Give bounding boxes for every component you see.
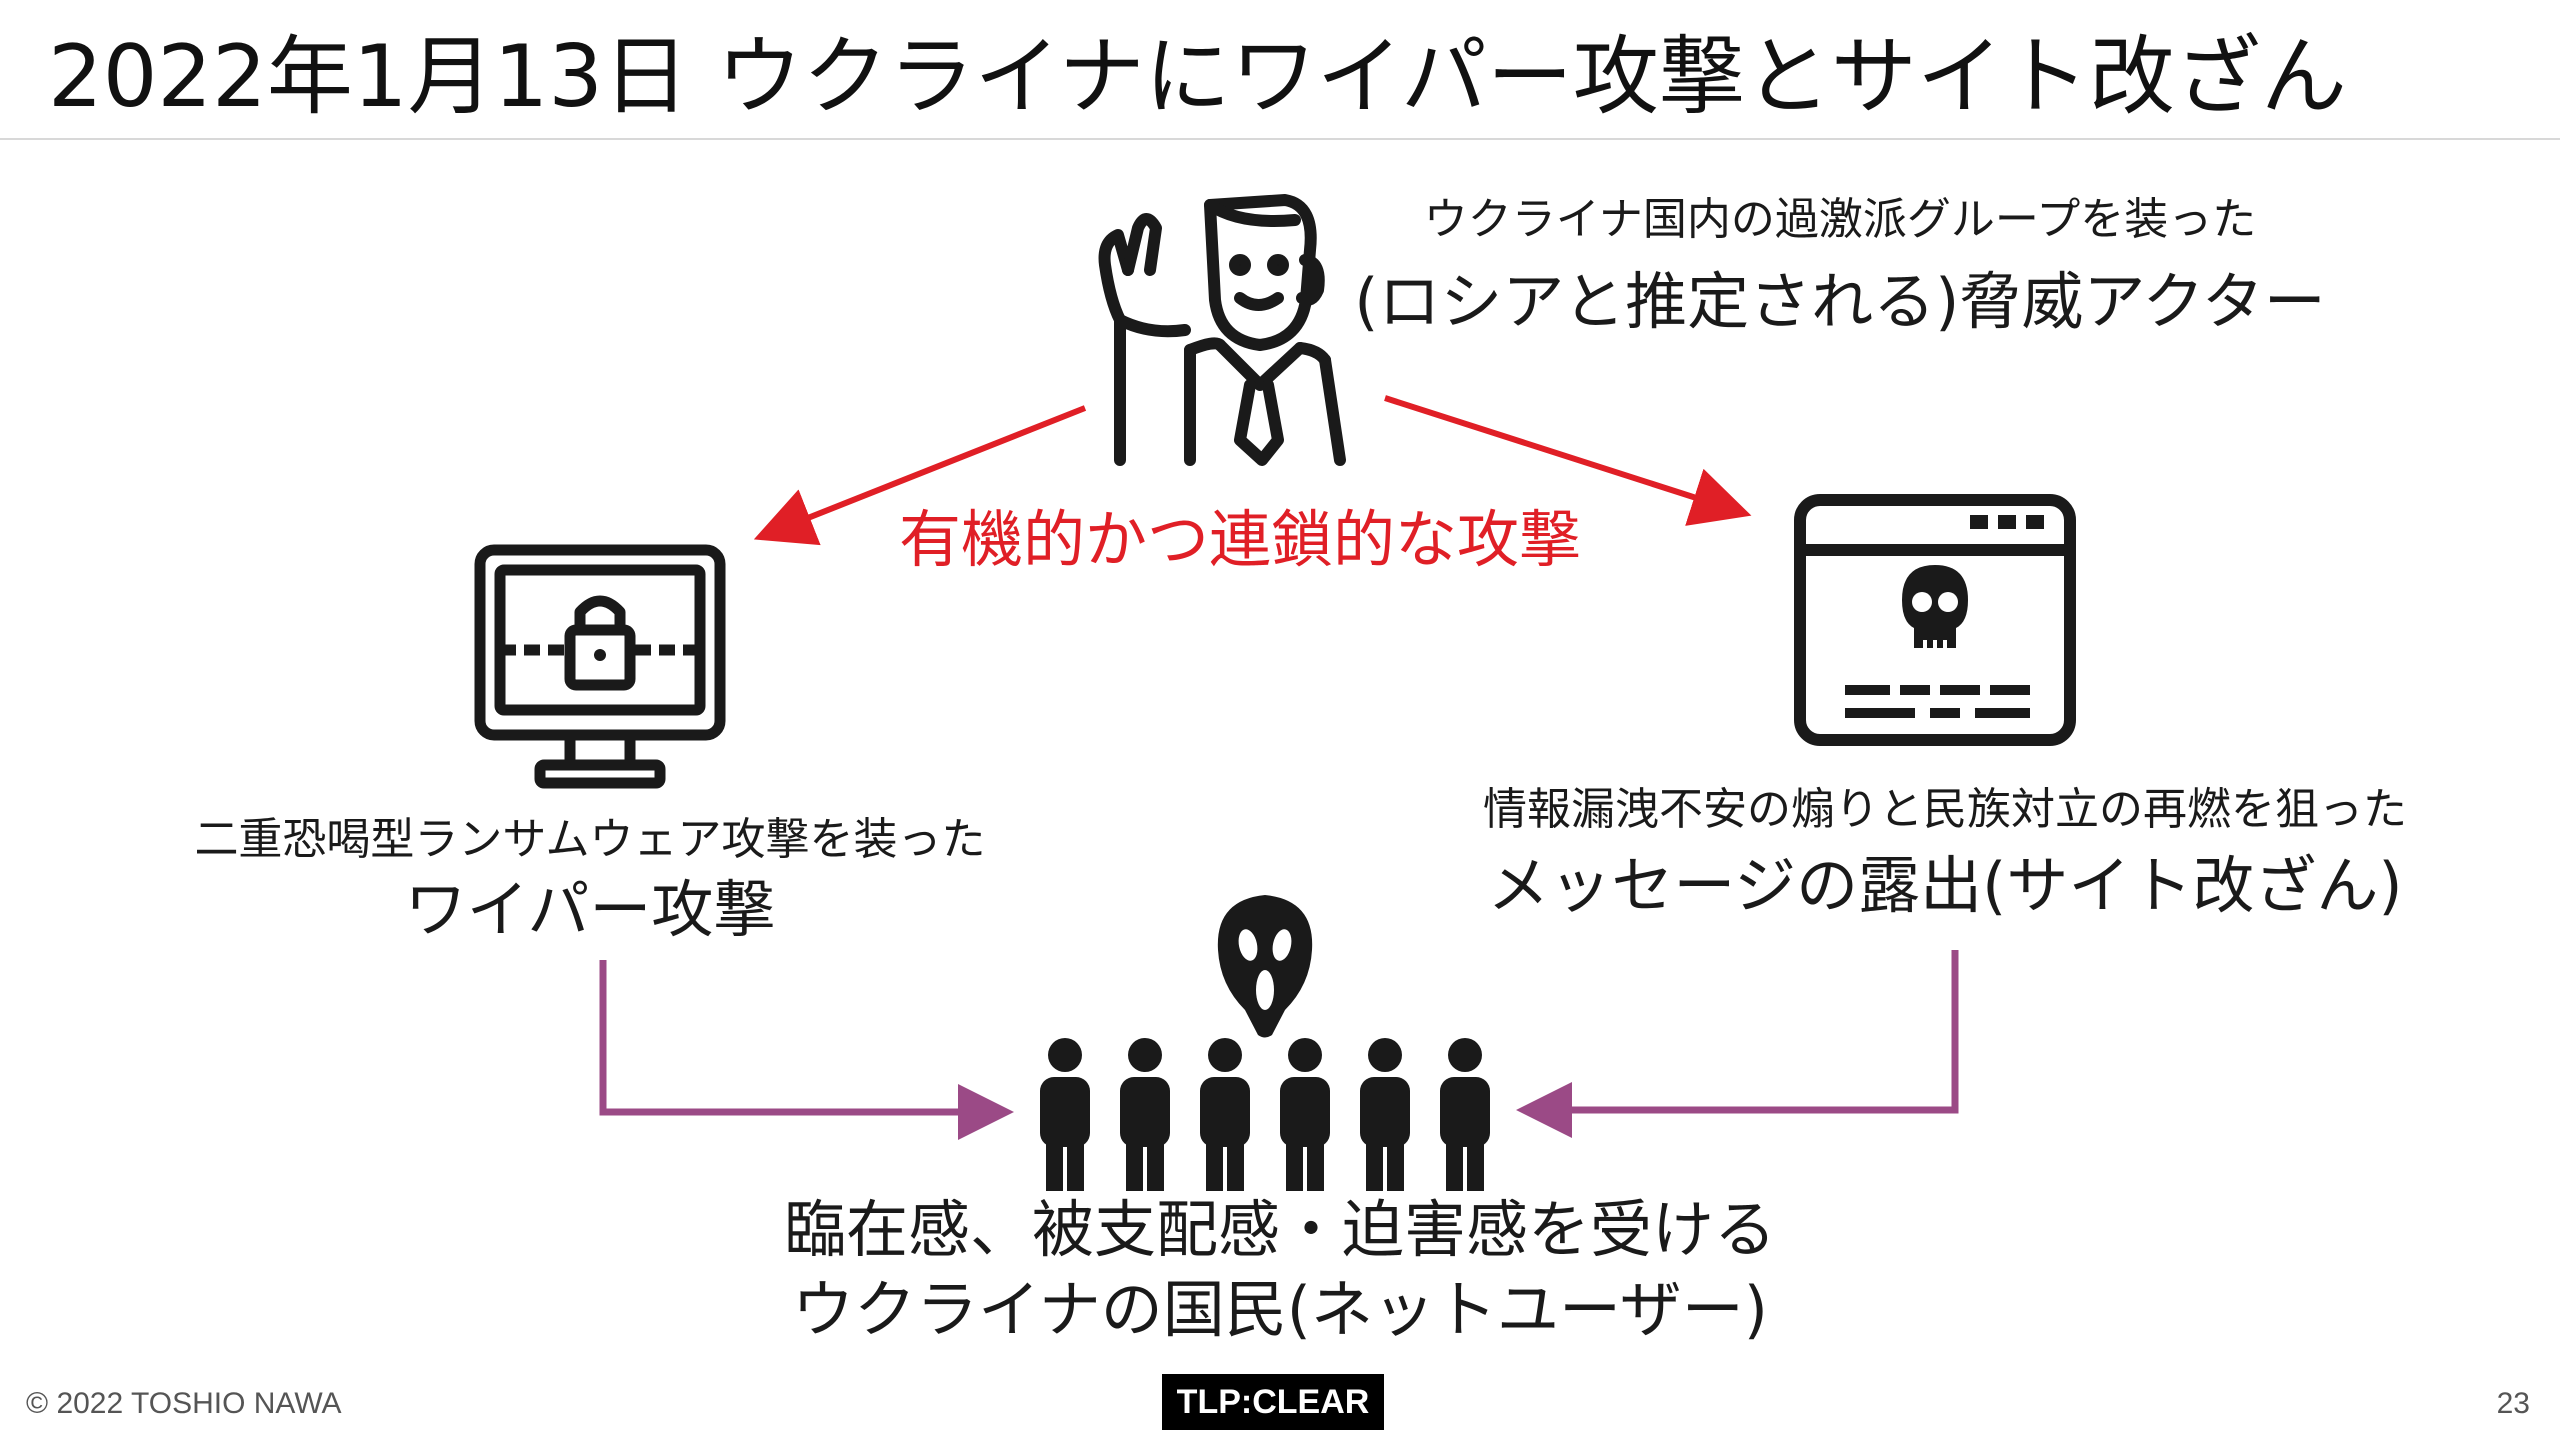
person-icon [1440,1038,1490,1191]
chained-attack-label: 有機的かつ連鎖的な攻撃 [898,503,1581,576]
person-icon [1360,1038,1410,1191]
arrow-to-wiper [753,405,1087,546]
person-icon [1120,1038,1170,1191]
tlp-badge: TLP:CLEAR [1162,1374,1384,1430]
businessman-icon [1098,194,1346,466]
person-icon [1040,1038,1090,1191]
arrow-wiper-to-people [599,960,1014,1140]
wiper-title: ワイパー攻撃 [404,873,776,946]
wiper-subtitle: 二重恐喝型ランサムウェア攻撃を装った [194,814,986,865]
actor-subtitle: ウクライナ国内の過激派グループを装った [1423,194,2257,245]
people-group-icon [1040,1038,1490,1191]
person-icon [1280,1038,1330,1191]
skull-browser-icon [1794,494,2076,746]
citizens-subtitle: 臨在感、被支配感・迫害感を受ける [783,1193,1776,1266]
page-number: 23 [2496,1387,2530,1420]
arrow-defacement-to-people [1516,950,1959,1138]
locked-monitor-icon [474,544,726,789]
defacement-subtitle: 情報漏洩不安の煽りと民族対立の再燃を狙った [1483,784,2407,835]
actor-title: (ロシアと推定される)脅威アクター [1354,265,2326,338]
scream-mask-icon [1217,895,1313,1038]
defacement-title: メッセージの露出(サイト改ざん) [1487,849,2403,922]
arrow-to-defacement [1384,395,1752,526]
citizens-title: ウクライナの国民(ネットユーザー) [792,1273,1768,1346]
slide-title: 2022年1月13日 ウクライナにワイパー攻撃とサイト改ざん [48,27,2347,127]
copyright: © 2022 TOSHIO NAWA [26,1387,342,1420]
title-divider [0,138,2560,140]
person-icon [1200,1038,1250,1191]
